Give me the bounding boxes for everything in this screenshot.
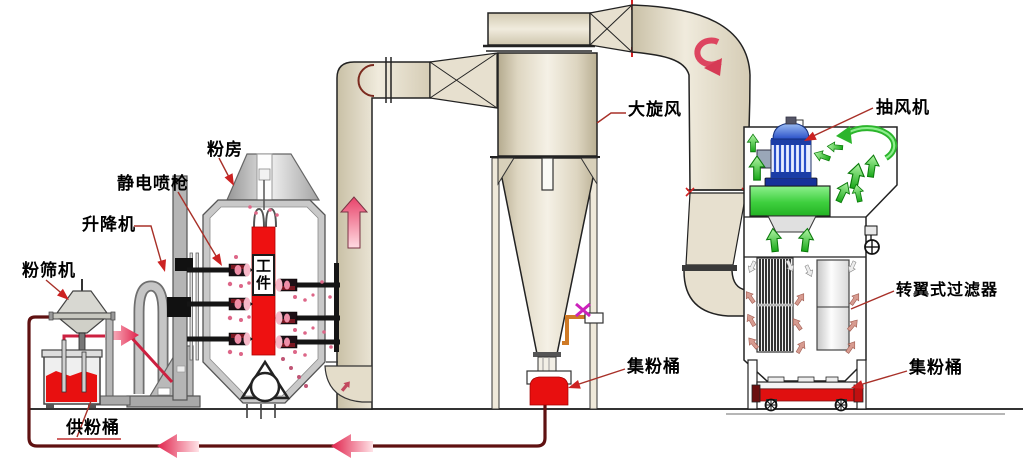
valve-marker <box>575 302 591 318</box>
flow-arrow-up <box>339 196 369 249</box>
recirculation-pipe <box>27 315 547 458</box>
label-exhaust-fan: 抽风机 <box>876 98 930 118</box>
leader-lines <box>45 107 908 440</box>
flow-arrow-left-2 <box>331 434 373 458</box>
filter-collect-tray <box>751 376 864 412</box>
sieve-discharge-tube <box>78 332 86 353</box>
booth-roof <box>226 153 321 201</box>
powder-supply-barrel <box>41 339 103 408</box>
cyclone-leg <box>589 157 598 410</box>
exhaust-fan <box>749 116 831 233</box>
transfer-duct <box>589 0 751 317</box>
powder-fill <box>46 371 97 402</box>
powder-sieve-machine <box>48 279 131 406</box>
fan-scroll <box>749 185 831 217</box>
ground-line <box>30 408 1023 415</box>
airflow-curved-arrow-green <box>836 125 898 161</box>
motor-cap <box>772 122 810 140</box>
caster-wheel <box>764 398 778 412</box>
cyclone-top-box <box>487 12 591 46</box>
powder-spray-cloud <box>227 205 333 388</box>
gun-post <box>172 175 188 401</box>
label-cyclone: 大旋风 <box>628 100 682 120</box>
label-workpiece: 工件 <box>252 254 275 296</box>
label-collect-barrel-filter: 集粉桶 <box>909 358 963 378</box>
label-lifter: 升降机 <box>82 215 136 235</box>
cyclone-collect-barrel <box>526 370 572 406</box>
caster-wheel <box>834 398 848 412</box>
label-powder-room: 粉房 <box>207 140 243 160</box>
fan-inlet-cone <box>767 215 817 233</box>
label-electrostatic-gun: 静电喷枪 <box>117 174 189 194</box>
cyclone-leg <box>491 157 500 410</box>
cyclone-inlet-cone <box>429 52 498 109</box>
valve-gauge-icon <box>864 225 880 255</box>
flow-arrow-right <box>105 325 139 346</box>
label-collect-barrel-cyclone: 集粉桶 <box>627 357 681 377</box>
filter-cartridges <box>756 257 850 353</box>
cyclone-body <box>497 52 598 157</box>
flow-arrow-left-1 <box>157 434 199 458</box>
label-powder-sieve: 粉筛机 <box>22 261 76 281</box>
label-rotary-filter: 转翼式过滤器 <box>896 280 999 299</box>
label-supply-barrel: 供粉桶 <box>66 418 120 438</box>
gun-clamp <box>167 297 191 317</box>
gun-mount-bar <box>334 263 339 352</box>
powder-transfer-pipe <box>562 315 590 345</box>
riser-duct <box>336 57 431 410</box>
cyclone-separator <box>429 12 604 410</box>
cartridge-filter <box>816 259 850 351</box>
